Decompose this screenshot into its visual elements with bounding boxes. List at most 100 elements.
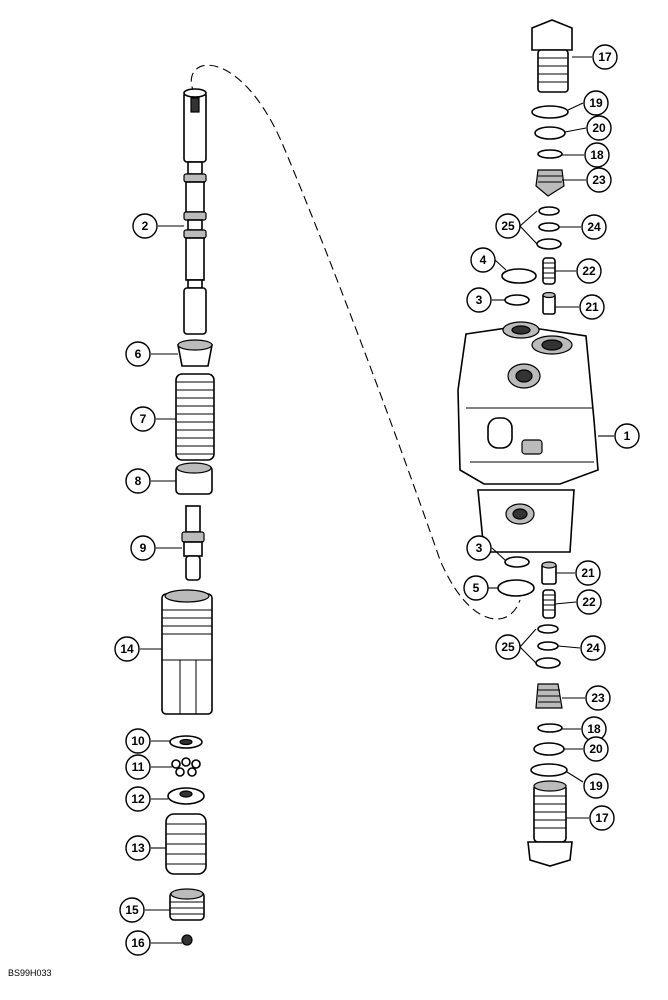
svg-text:18: 18 <box>587 722 601 736</box>
washer-part-12 <box>167 787 205 805</box>
svg-text:14: 14 <box>120 642 134 656</box>
svg-text:21: 21 <box>581 566 595 580</box>
svg-text:22: 22 <box>582 264 596 278</box>
callout-24-top: 24 <box>581 214 607 240</box>
cap-part-14 <box>161 589 213 715</box>
svg-text:20: 20 <box>589 742 603 756</box>
svg-text:9: 9 <box>140 541 147 555</box>
svg-text:17: 17 <box>598 50 612 64</box>
callout-1: 1 <box>614 423 640 449</box>
callout-15: 15 <box>119 897 145 923</box>
callout-23-bottom: 23 <box>585 685 611 711</box>
callout-21-top: 21 <box>579 294 605 320</box>
backup-ring-part-20-bottom <box>533 742 565 756</box>
valve-body-part-1 <box>457 321 599 553</box>
callout-2: 2 <box>132 213 158 239</box>
svg-text:1: 1 <box>624 429 631 443</box>
callout-13: 13 <box>125 835 151 861</box>
svg-text:10: 10 <box>131 734 145 748</box>
figure-reference-code: BS99H033 <box>8 968 52 978</box>
svg-text:24: 24 <box>586 641 600 655</box>
callout-25-bottom: 25 <box>495 634 521 660</box>
washer-part-10 <box>169 735 203 749</box>
rings-part-24-25-top <box>536 206 562 250</box>
svg-text:6: 6 <box>135 347 142 361</box>
ball-part-16 <box>181 934 193 946</box>
svg-text:8: 8 <box>135 474 142 488</box>
spring-part-13 <box>165 813 207 875</box>
svg-text:4: 4 <box>480 253 487 267</box>
svg-text:15: 15 <box>125 903 139 917</box>
balls-part-11 <box>171 757 201 777</box>
callout-24-bottom: 24 <box>580 635 606 661</box>
callout-3-bottom: 3 <box>466 535 492 561</box>
dashed-alignment-path <box>190 64 521 620</box>
poppet-part-23-top <box>535 169 565 197</box>
callout-17-top: 17 <box>592 44 618 70</box>
svg-text:22: 22 <box>582 595 596 609</box>
svg-text:21: 21 <box>585 300 599 314</box>
relief-valve-part-17-top <box>531 19 573 93</box>
callout-11: 11 <box>125 754 151 780</box>
svg-text:20: 20 <box>592 121 606 135</box>
callout-7: 7 <box>130 406 156 432</box>
callout-19-bottom: 19 <box>583 773 609 799</box>
relief-valve-part-17-bottom <box>527 780 573 867</box>
callout-4: 4 <box>470 247 496 273</box>
spool-part-2 <box>183 88 207 335</box>
o-ring-part-3-bottom <box>504 556 530 568</box>
svg-text:19: 19 <box>589 779 603 793</box>
svg-text:16: 16 <box>131 936 145 950</box>
svg-text:7: 7 <box>140 412 147 426</box>
callout-25-top: 25 <box>495 213 521 239</box>
callout-9: 9 <box>130 535 156 561</box>
callout-22-top: 22 <box>576 258 602 284</box>
backup-ring-part-20-top <box>534 126 566 140</box>
ring-part-4-top <box>501 268 537 284</box>
svg-text:5: 5 <box>473 581 480 595</box>
callout-23-top: 23 <box>586 167 612 193</box>
callout-20-bottom: 20 <box>583 736 609 762</box>
svg-text:25: 25 <box>501 219 515 233</box>
callout-10: 10 <box>125 728 151 754</box>
spring-retainer-part-8 <box>175 462 213 495</box>
callout-12: 12 <box>125 786 151 812</box>
svg-text:17: 17 <box>595 811 609 825</box>
callout-5: 5 <box>463 575 489 601</box>
spring-part-22-top <box>542 257 556 285</box>
svg-text:13: 13 <box>131 841 145 855</box>
o-ring-part-19-bottom <box>530 763 568 777</box>
callout-3-top: 3 <box>466 287 492 313</box>
callout-16: 16 <box>125 930 151 956</box>
svg-text:19: 19 <box>589 96 603 110</box>
check-poppet-part-21-top <box>542 291 556 315</box>
poppet-part-23-bottom <box>535 683 563 709</box>
plug-part-15 <box>169 888 205 921</box>
svg-text:3: 3 <box>476 541 483 555</box>
spring-part-22-bottom <box>542 589 556 619</box>
svg-text:25: 25 <box>501 640 515 654</box>
o-ring-part-18-top <box>537 149 563 159</box>
ring-part-5-bottom <box>497 579 535 597</box>
o-ring-part-18-bottom <box>537 723 563 733</box>
svg-text:18: 18 <box>590 148 604 162</box>
o-ring-part-19-top <box>531 105 569 119</box>
spring-part-7 <box>175 373 215 461</box>
spring-retainer-part-6 <box>177 339 213 367</box>
svg-text:23: 23 <box>592 173 606 187</box>
bolt-part-9 <box>181 505 205 581</box>
callout-19-top: 19 <box>583 90 609 116</box>
svg-text:12: 12 <box>131 792 145 806</box>
svg-text:11: 11 <box>132 760 145 774</box>
o-ring-part-3-top <box>504 294 530 306</box>
svg-text:2: 2 <box>142 219 149 233</box>
rings-part-24-25-bottom <box>535 624 561 669</box>
callout-22-bottom: 22 <box>576 589 602 615</box>
callout-8: 8 <box>125 468 151 494</box>
callout-14: 14 <box>114 636 140 662</box>
callout-17-bottom: 17 <box>589 805 615 831</box>
svg-text:24: 24 <box>587 220 601 234</box>
callout-21-bottom: 21 <box>575 560 601 586</box>
svg-text:3: 3 <box>476 293 483 307</box>
